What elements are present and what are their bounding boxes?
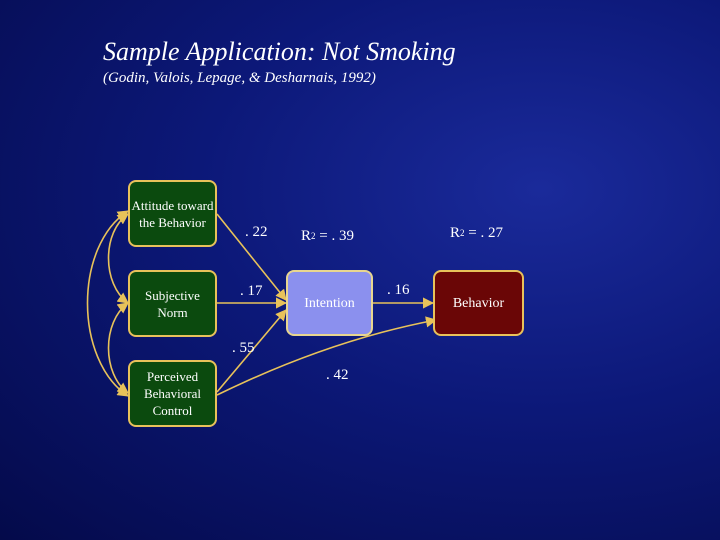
node-attitude-label: Attitude toward the Behavior	[131, 197, 214, 230]
node-subjective-norm: Subjective Norm	[128, 270, 217, 337]
coef-pbc-intention: . 55	[232, 340, 255, 356]
r2-behavior-value: = . 27	[464, 225, 503, 241]
node-behavior-label: Behavior	[452, 295, 505, 311]
arrow-attitude-intention	[216, 213, 287, 301]
node-attitude: Attitude toward the Behavior	[128, 180, 217, 247]
slide-subtitle: (Godin, Valois, Lepage, & Desharnais, 19…	[103, 70, 376, 86]
coef-norm-intention: . 17	[240, 283, 263, 299]
node-subjective-norm-label: Subjective Norm	[145, 287, 200, 320]
coef-intention-behavior: . 16	[387, 282, 410, 298]
r-squared-behavior: R2 = . 27	[450, 225, 503, 242]
r-squared-intention: R2 = . 39	[301, 228, 354, 245]
arrow-pbc-behavior	[216, 316, 438, 396]
coef-pbc-behavior: . 42	[326, 367, 349, 383]
node-perceived-behavioral-control: Perceived Behavioral Control	[128, 360, 217, 427]
node-behavior: Behavior	[433, 270, 524, 336]
coef-attitude-intention: . 22	[245, 224, 268, 240]
r2-intention-sup: 2	[311, 231, 316, 241]
node-pbc-label: Perceived Behavioral Control	[143, 369, 202, 418]
node-intention-label: Intention	[304, 295, 355, 311]
r2-intention-value: = . 39	[315, 228, 354, 244]
r2-intention-symbol: R	[301, 228, 312, 244]
correlation-attitude-norm	[107, 213, 129, 304]
r2-behavior-sup: 2	[460, 228, 465, 238]
correlation-attitude-pbc	[86, 210, 129, 397]
node-intention: Intention	[286, 270, 373, 336]
r2-behavior-symbol: R	[450, 225, 461, 241]
arrow-pbc-intention	[216, 309, 287, 393]
slide-title: Sample Application: Not Smoking	[103, 37, 456, 66]
